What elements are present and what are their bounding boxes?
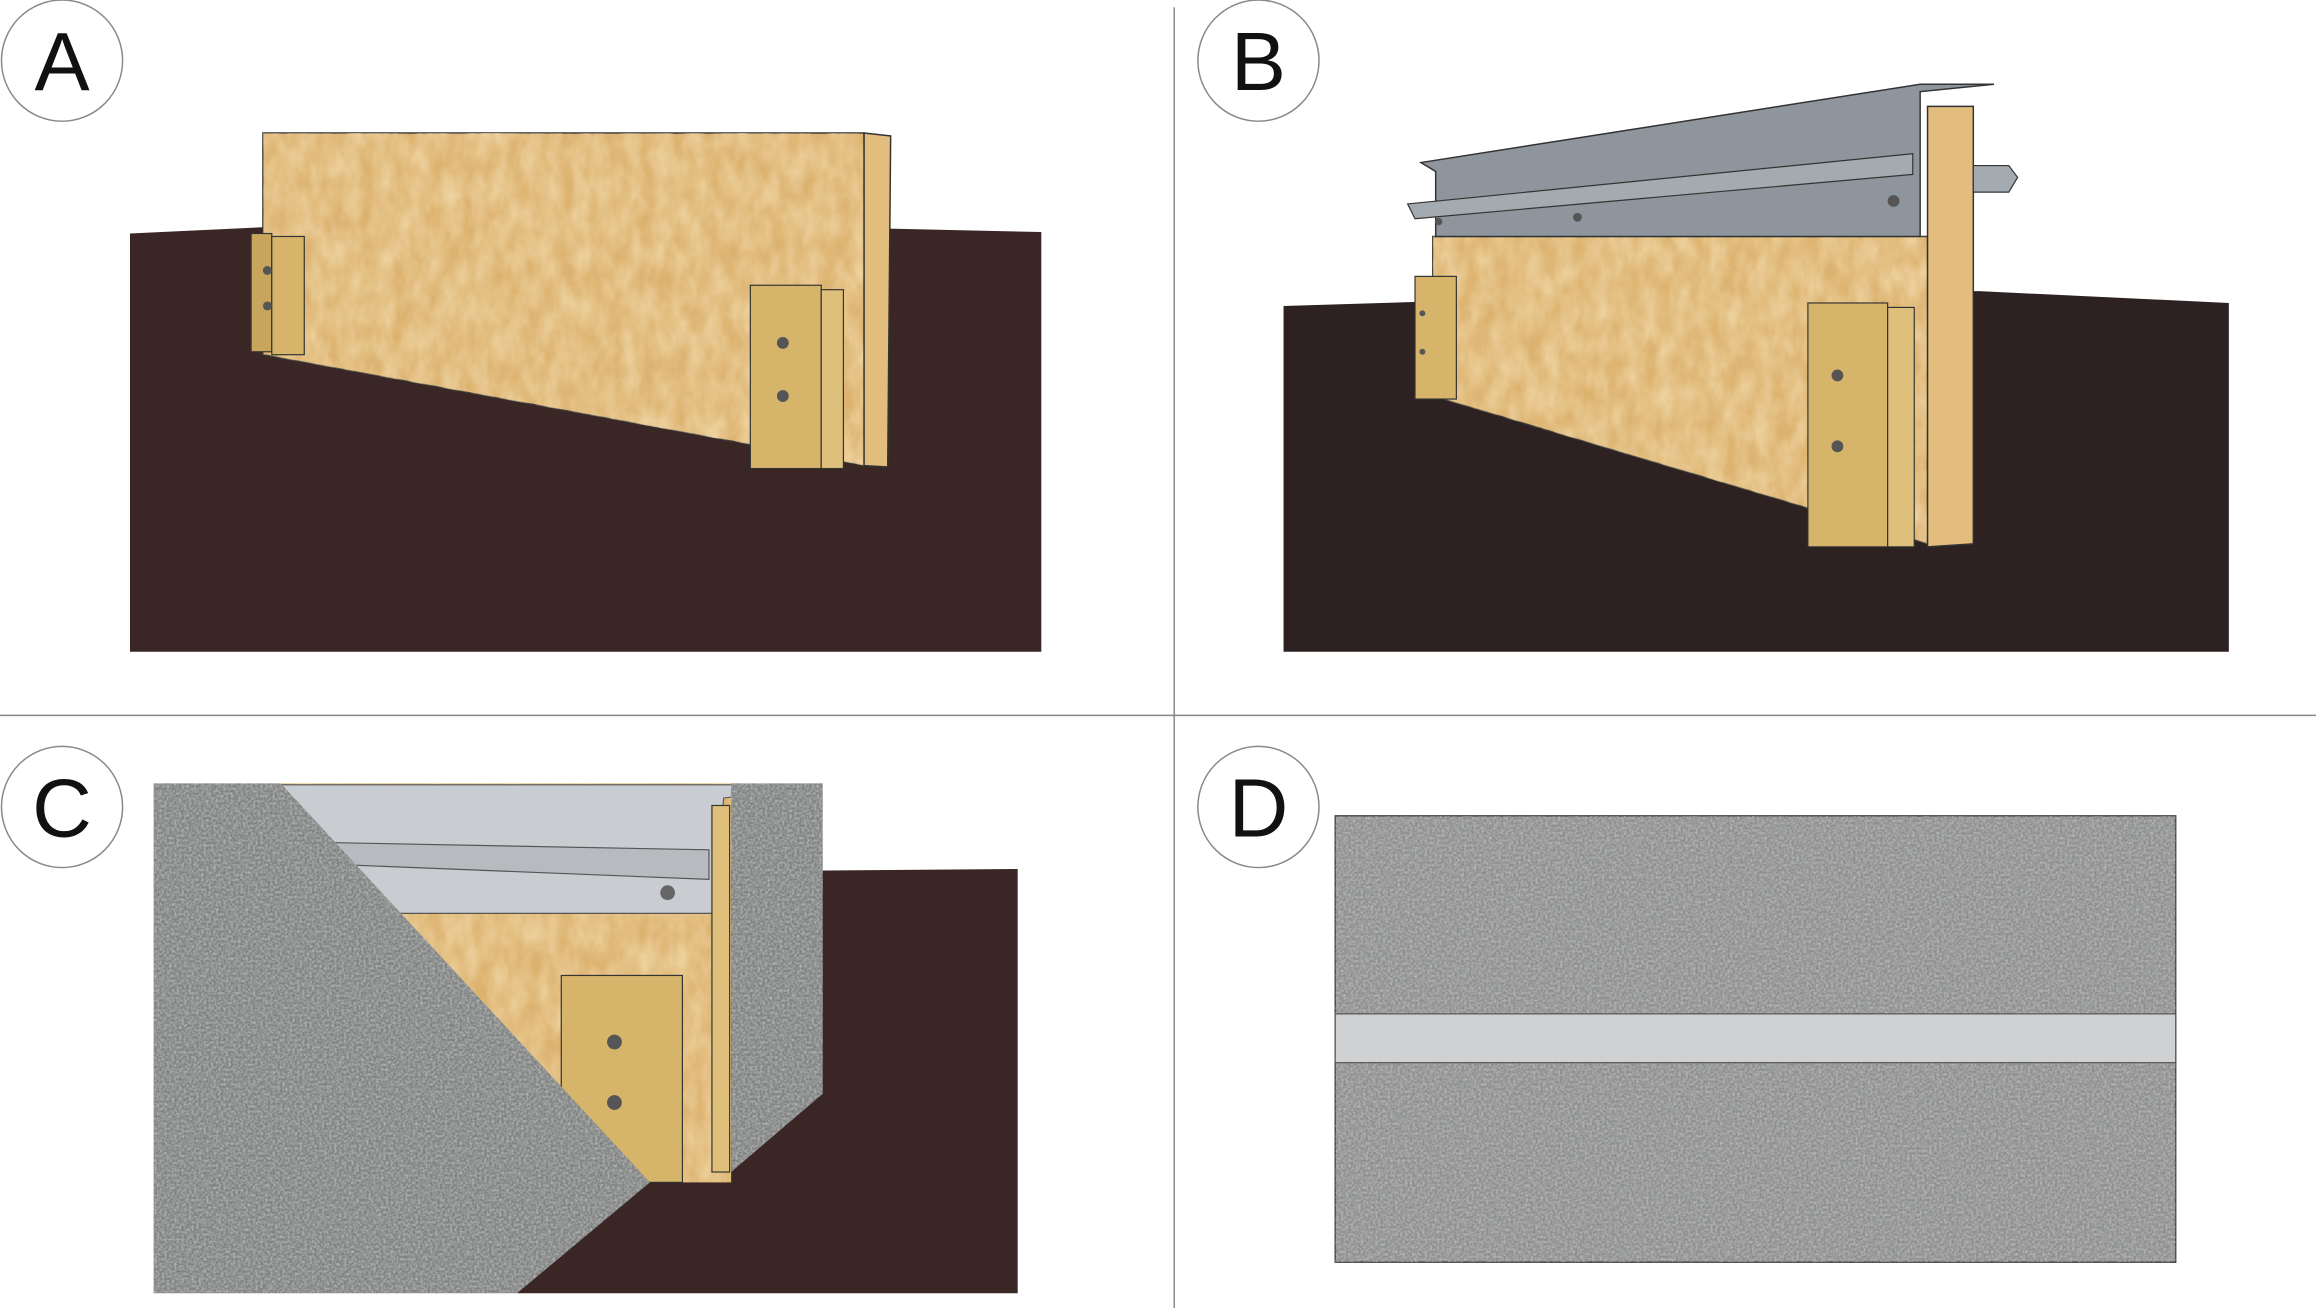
panel-d: D — [1197, 745, 2177, 1263]
expansion-joint — [1334, 1013, 2177, 1064]
concrete-pour — [153, 783, 823, 1294]
timber-stake-left — [250, 232, 305, 356]
panel-label-b: B — [1231, 15, 1286, 108]
panel-label-d: D — [1229, 762, 1289, 855]
panel-c: C — [0, 745, 1018, 1294]
panel-label-a: A — [34, 15, 90, 108]
label-circle-b — [1197, 0, 1320, 122]
label-circle-d — [1197, 745, 1320, 869]
panel-label-c: C — [32, 762, 92, 855]
panel-b: B — [1197, 0, 2229, 652]
aluminium-rail — [1406, 83, 2019, 238]
aluminium-rail — [279, 784, 820, 914]
label-circle-c — [0, 745, 124, 869]
label-circle-a — [0, 0, 124, 122]
timber-stake-right — [1807, 302, 1915, 548]
osb-board — [1431, 105, 1975, 548]
timber-stake-right — [749, 284, 844, 470]
panel-a: A — [0, 0, 1042, 652]
timber-stake-left — [1414, 275, 1457, 400]
osb-board — [262, 132, 892, 468]
